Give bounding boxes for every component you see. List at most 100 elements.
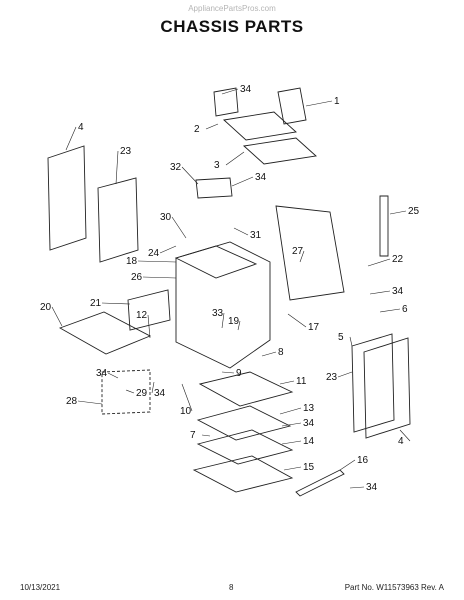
leader-line-30	[171, 216, 187, 239]
callout-34: 34	[303, 418, 315, 429]
leader-line-34	[231, 176, 254, 187]
gas-valve	[379, 195, 389, 257]
leader-line-22	[367, 258, 391, 267]
leader-line-18	[137, 260, 177, 263]
callout-10: 10	[180, 406, 192, 417]
leader-line-34	[107, 372, 119, 379]
callout-28: 28	[66, 396, 78, 407]
callout-12: 12	[136, 310, 148, 321]
leader-line-28	[77, 400, 103, 405]
leader-line-34	[369, 290, 391, 295]
leader-line-4	[399, 429, 411, 442]
callout-24: 24	[148, 248, 160, 259]
callout-29: 29	[136, 388, 148, 399]
callout-11: 11	[296, 376, 307, 387]
callout-21: 21	[90, 298, 102, 309]
callout-34: 34	[240, 84, 252, 95]
bracket-32	[195, 177, 233, 199]
leader-line-33	[221, 312, 225, 329]
watermark: AppliancePartsPros.com	[188, 4, 276, 13]
callout-16: 16	[357, 455, 369, 466]
burner-assembly-28	[101, 369, 151, 415]
callout-33: 33	[212, 308, 224, 319]
leader-line-8	[261, 351, 277, 357]
leader-line-14	[281, 440, 302, 445]
leader-line-15	[283, 466, 302, 471]
leader-line-34	[349, 486, 365, 489]
leader-line-3	[225, 151, 245, 166]
leader-line-6	[379, 308, 401, 313]
callout-3: 3	[214, 160, 220, 171]
leader-line-23	[115, 150, 119, 185]
leader-line-16	[339, 459, 356, 471]
slide-16	[295, 469, 345, 497]
door-panel-left	[47, 145, 87, 251]
leader-line-11	[279, 380, 295, 385]
leader-line-24	[159, 245, 177, 254]
callout-7: 7	[190, 430, 196, 441]
callout-34: 34	[366, 482, 378, 493]
leader-line-13	[279, 407, 302, 415]
cavity-top	[174, 245, 258, 279]
callout-34: 34	[255, 172, 267, 183]
leader-line-17	[287, 313, 307, 328]
vent-grille-part	[277, 87, 307, 125]
top-bracket	[213, 87, 239, 117]
door-panel-right	[363, 337, 411, 439]
leader-line-34	[221, 88, 239, 95]
leader-line-1	[305, 100, 333, 107]
callout-19: 19	[228, 316, 240, 327]
callout-34: 34	[96, 368, 108, 379]
callout-23: 23	[326, 372, 338, 383]
leader-line-25	[389, 210, 407, 215]
leader-line-27	[299, 250, 305, 263]
leader-line-7	[201, 434, 211, 437]
callout-30: 30	[160, 212, 172, 223]
callout-34: 34	[154, 388, 166, 399]
footer-date: 10/13/2021	[20, 583, 61, 592]
leader-line-12	[147, 314, 151, 339]
leader-line-34	[281, 422, 302, 427]
bake-plate-11	[198, 371, 294, 407]
leader-line-19	[237, 320, 241, 331]
callout-8: 8	[278, 347, 284, 358]
callout-27: 27	[292, 246, 304, 257]
insulation-23-left	[97, 177, 139, 263]
callout-1: 1	[334, 96, 340, 107]
callout-4: 4	[398, 436, 404, 447]
leader-line-29	[125, 389, 135, 394]
callout-25: 25	[408, 206, 420, 217]
leader-line-21	[101, 302, 131, 305]
insulation-23-right	[351, 333, 395, 433]
leader-line-32	[181, 166, 199, 185]
oven-cavity	[175, 241, 271, 369]
callout-32: 32	[170, 162, 182, 173]
callout-9: 9	[236, 368, 242, 379]
leader-line-23	[337, 371, 353, 378]
leader-line-20	[51, 306, 63, 327]
callout-20: 20	[40, 302, 52, 313]
leader-line-4	[65, 126, 77, 151]
footer-part-number: Part No. W11573963 Rev. A	[344, 583, 444, 592]
page-title: CHASSIS PARTS	[160, 17, 304, 36]
leader-line-34	[151, 381, 155, 394]
callout-6: 6	[402, 304, 408, 315]
callout-13: 13	[303, 403, 315, 414]
leader-line-2	[205, 123, 219, 130]
callout-23: 23	[120, 146, 132, 157]
callout-34: 34	[392, 286, 404, 297]
lower-element-plate	[242, 137, 318, 165]
rack-21	[127, 289, 171, 331]
callout-5: 5	[338, 332, 344, 343]
callout-4: 4	[78, 122, 84, 133]
callout-2: 2	[194, 124, 200, 135]
leader-line-10	[181, 383, 193, 412]
leader-line-9	[221, 371, 235, 374]
callout-17: 17	[308, 322, 320, 333]
footer-page: 8	[229, 583, 234, 592]
leader-line-31	[233, 227, 249, 236]
callout-26: 26	[131, 272, 143, 283]
plate-13	[196, 405, 292, 441]
drawer-15	[192, 455, 294, 493]
